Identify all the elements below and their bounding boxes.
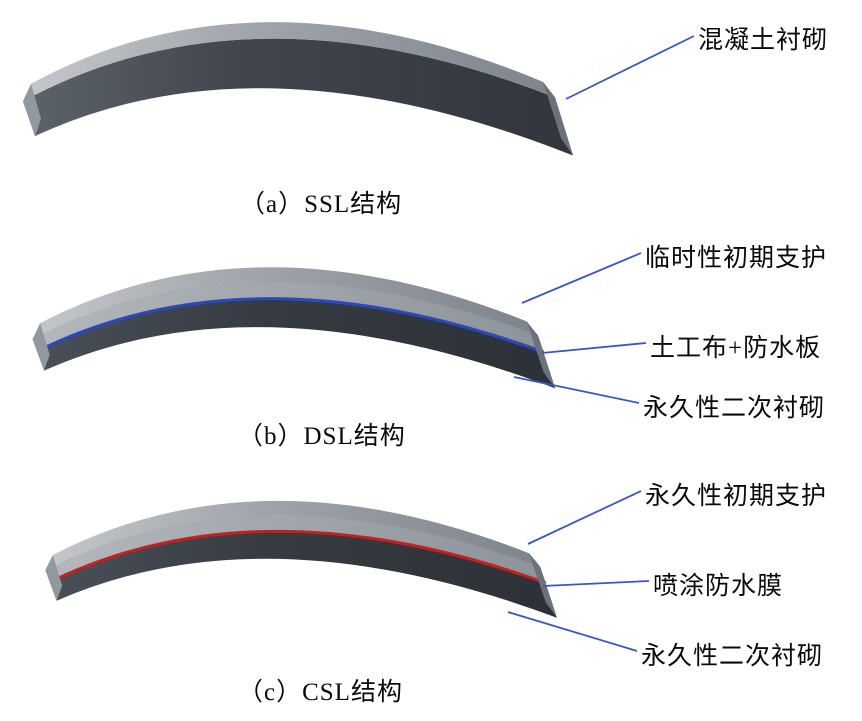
arch-b-left-face: [32, 323, 50, 371]
leader-b-secondary-lining: [513, 376, 640, 404]
label-permanent-secondary-lining-c: 永久性二次衬砌: [641, 643, 824, 670]
arch-a-front-face: [23, 38, 573, 156]
arch-a-top-face: [23, 22, 555, 102]
label-permanent-primary-support: 永久性初期支护: [645, 483, 828, 510]
arch-c-left-face: [45, 554, 63, 601]
arch-a-left-face: [23, 83, 41, 137]
arch-c-sprayed-membrane-line: [49, 529, 547, 585]
arch-b-end-face: [526, 321, 556, 389]
label-temporary-primary-support: 临时性初期支护: [645, 245, 828, 272]
leader-c-sprayed-membrane: [542, 580, 650, 587]
leader-c-primary-support: [527, 490, 642, 545]
arch-b-top-face: [32, 267, 538, 339]
arch-b-primary-support-band: [32, 282, 544, 353]
arch-a-end-face: [543, 81, 573, 156]
leader-b-primary-support: [521, 252, 642, 304]
label-permanent-secondary-lining-b: 永久性二次衬砌: [643, 395, 826, 422]
leader-lines: [507, 35, 695, 652]
caption-panel-c: （c）CSL结构: [238, 679, 403, 706]
label-concrete-lining: 混凝土衬砌: [698, 27, 829, 54]
arch-b-waterproof-sheet-line: [36, 297, 545, 354]
arch-c: [45, 500, 557, 618]
label-geotextile-waterproof-board: 土工布+防水板: [650, 335, 822, 362]
leader-a-concrete-lining: [565, 35, 695, 100]
arch-a: [23, 22, 573, 156]
leader-c-secondary-lining: [507, 611, 638, 652]
caption-panel-a: （a）SSL结构: [240, 191, 403, 218]
arch-c-top-face: [45, 500, 541, 571]
arch-b: [32, 267, 556, 389]
leader-b-waterproof-sheet: [541, 342, 647, 354]
arch-c-primary-support-band: [45, 515, 546, 583]
label-sprayed-waterproof-membrane: 喷涂防水膜: [653, 573, 784, 600]
caption-panel-b: （b）DSL结构: [238, 423, 406, 450]
